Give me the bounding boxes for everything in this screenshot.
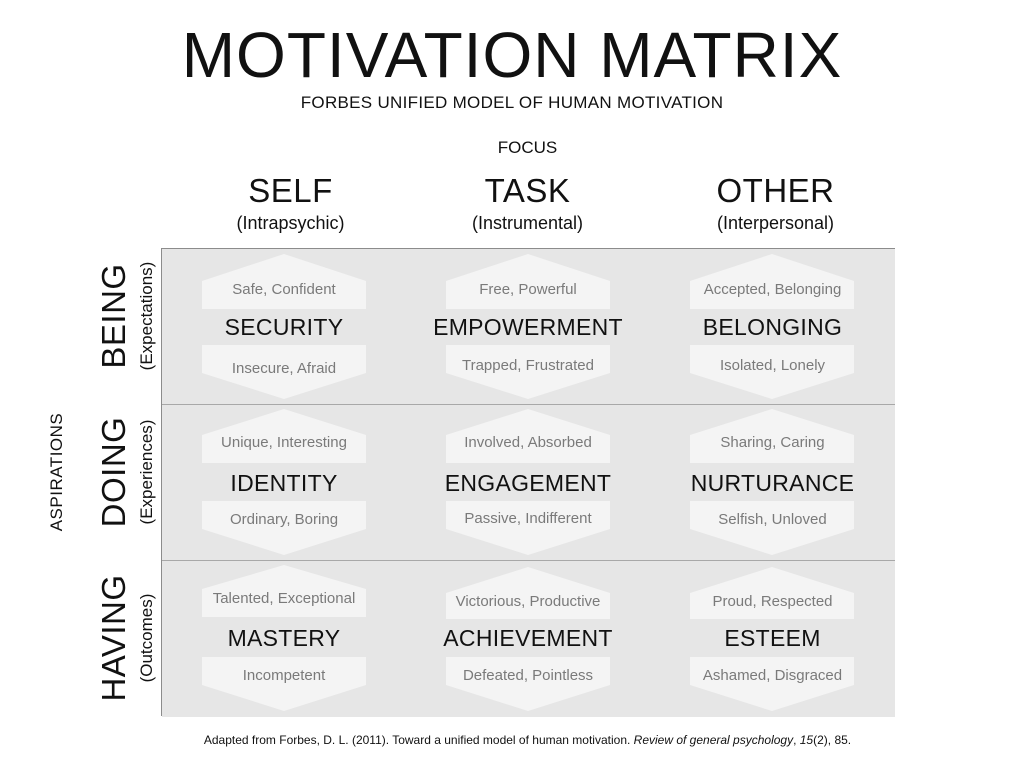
citation-volume: 15 [799, 733, 814, 747]
aspirations-axis-label: ASPIRATIONS [47, 412, 66, 532]
motive-label: BELONGING [702, 314, 843, 340]
citation-text: Adapted from Forbes, D. L. (2011). Towar… [203, 733, 634, 747]
citation-separator: , [793, 733, 800, 747]
up-down-arrows-icon [202, 254, 366, 399]
column-title: OTHER [716, 172, 835, 209]
up-down-arrows-icon [446, 409, 610, 555]
column-title: SELF [248, 172, 333, 209]
negative-feelings: Ordinary, Boring [229, 511, 339, 528]
row-subtitle-doing: (Experiences) [137, 419, 156, 525]
motive-label: SECURITY [224, 314, 344, 340]
up-down-arrows-icon [446, 567, 610, 711]
column-title: TASK [484, 172, 571, 209]
negative-feelings: Trapped, Frustrated [461, 357, 594, 374]
up-down-arrows-icon [690, 254, 854, 399]
up-down-arrows-icon [690, 409, 854, 555]
positive-feelings: Proud, Respected [712, 593, 833, 610]
negative-feelings: Incompetent [242, 667, 326, 684]
negative-feelings: Defeated, Pointless [462, 667, 594, 684]
motive-label: NURTURANCE [690, 470, 855, 496]
positive-feelings: Victorious, Productive [455, 593, 601, 610]
column-header-other: OTHER (Interpersonal) [653, 172, 898, 234]
positive-feelings: Free, Powerful [479, 281, 577, 298]
row-subtitle-being: (Expectations) [137, 261, 156, 371]
matrix-cell-nurturance: Sharing, Caring NURTURANCE Selfish, Unlo… [650, 405, 895, 561]
column-header-self: SELF (Intrapsychic) [168, 172, 413, 234]
negative-feelings: Passive, Indifferent [464, 510, 592, 527]
matrix-cell-empowerment: Free, Powerful EMPOWERMENT Trapped, Frus… [406, 249, 651, 405]
page-subtitle: FORBES UNIFIED MODEL OF HUMAN MOTIVATION [300, 93, 724, 112]
citation-journal: Review of general psychology [633, 733, 794, 747]
positive-feelings: Talented, Exceptional [212, 590, 356, 607]
positive-feelings: Sharing, Caring [720, 434, 825, 451]
negative-feelings: Isolated, Lonely [719, 357, 826, 374]
column-subtitle: (Intrapsychic) [236, 213, 345, 233]
matrix-cell-mastery: Talented, Exceptional MASTERY Incompeten… [162, 561, 407, 717]
negative-feelings: Insecure, Afraid [231, 360, 337, 377]
motive-label: ACHIEVEMENT [443, 625, 613, 651]
column-subtitle: (Interpersonal) [716, 213, 835, 233]
up-down-arrows-icon [690, 567, 854, 711]
column-header-task: TASK (Instrumental) [405, 172, 650, 234]
matrix-cell-identity: Unique, Interesting IDENTITY Ordinary, B… [162, 405, 407, 561]
motivation-matrix-grid: Safe, Confident SECURITY Insecure, Afrai… [161, 248, 895, 717]
matrix-cell-security: Safe, Confident SECURITY Insecure, Afrai… [162, 249, 407, 405]
row-subtitle-having: (Outcomes) [137, 593, 156, 683]
row-title-having: HAVING [95, 574, 132, 702]
motive-label: ENGAGEMENT [444, 470, 612, 496]
row-title-being: BEING [95, 263, 132, 369]
up-down-arrows-icon [446, 254, 610, 399]
up-down-arrows-icon [202, 409, 366, 555]
negative-feelings: Ashamed, Disgraced [702, 667, 843, 684]
citation-issue-pages: (2), 85. [813, 733, 852, 747]
page-title: MOTIVATION MATRIX [181, 19, 843, 91]
motive-label: IDENTITY [230, 470, 338, 496]
up-down-arrows-icon [202, 565, 366, 711]
positive-feelings: Involved, Absorbed [464, 434, 592, 451]
column-subtitle: (Instrumental) [471, 213, 584, 233]
positive-feelings: Accepted, Belonging [703, 281, 842, 298]
motive-label: EMPOWERMENT [433, 314, 623, 340]
matrix-cell-achievement: Victorious, Productive ACHIEVEMENT Defea… [406, 561, 651, 717]
matrix-cell-engagement: Involved, Absorbed ENGAGEMENT Passive, I… [406, 405, 651, 561]
motive-label: ESTEEM [724, 625, 821, 651]
citation: Adapted from Forbes, D. L. (2011). Towar… [0, 733, 1024, 748]
matrix-cell-esteem: Proud, Respected ESTEEM Ashamed, Disgrac… [650, 561, 895, 717]
matrix-cell-belonging: Accepted, Belonging BELONGING Isolated, … [650, 249, 895, 405]
positive-feelings: Safe, Confident [232, 281, 336, 298]
motive-label: MASTERY [227, 625, 341, 651]
row-title-doing: DOING [95, 416, 132, 528]
focus-axis-label: FOCUS [497, 138, 558, 157]
negative-feelings: Selfish, Unloved [718, 511, 827, 528]
positive-feelings: Unique, Interesting [221, 434, 347, 451]
